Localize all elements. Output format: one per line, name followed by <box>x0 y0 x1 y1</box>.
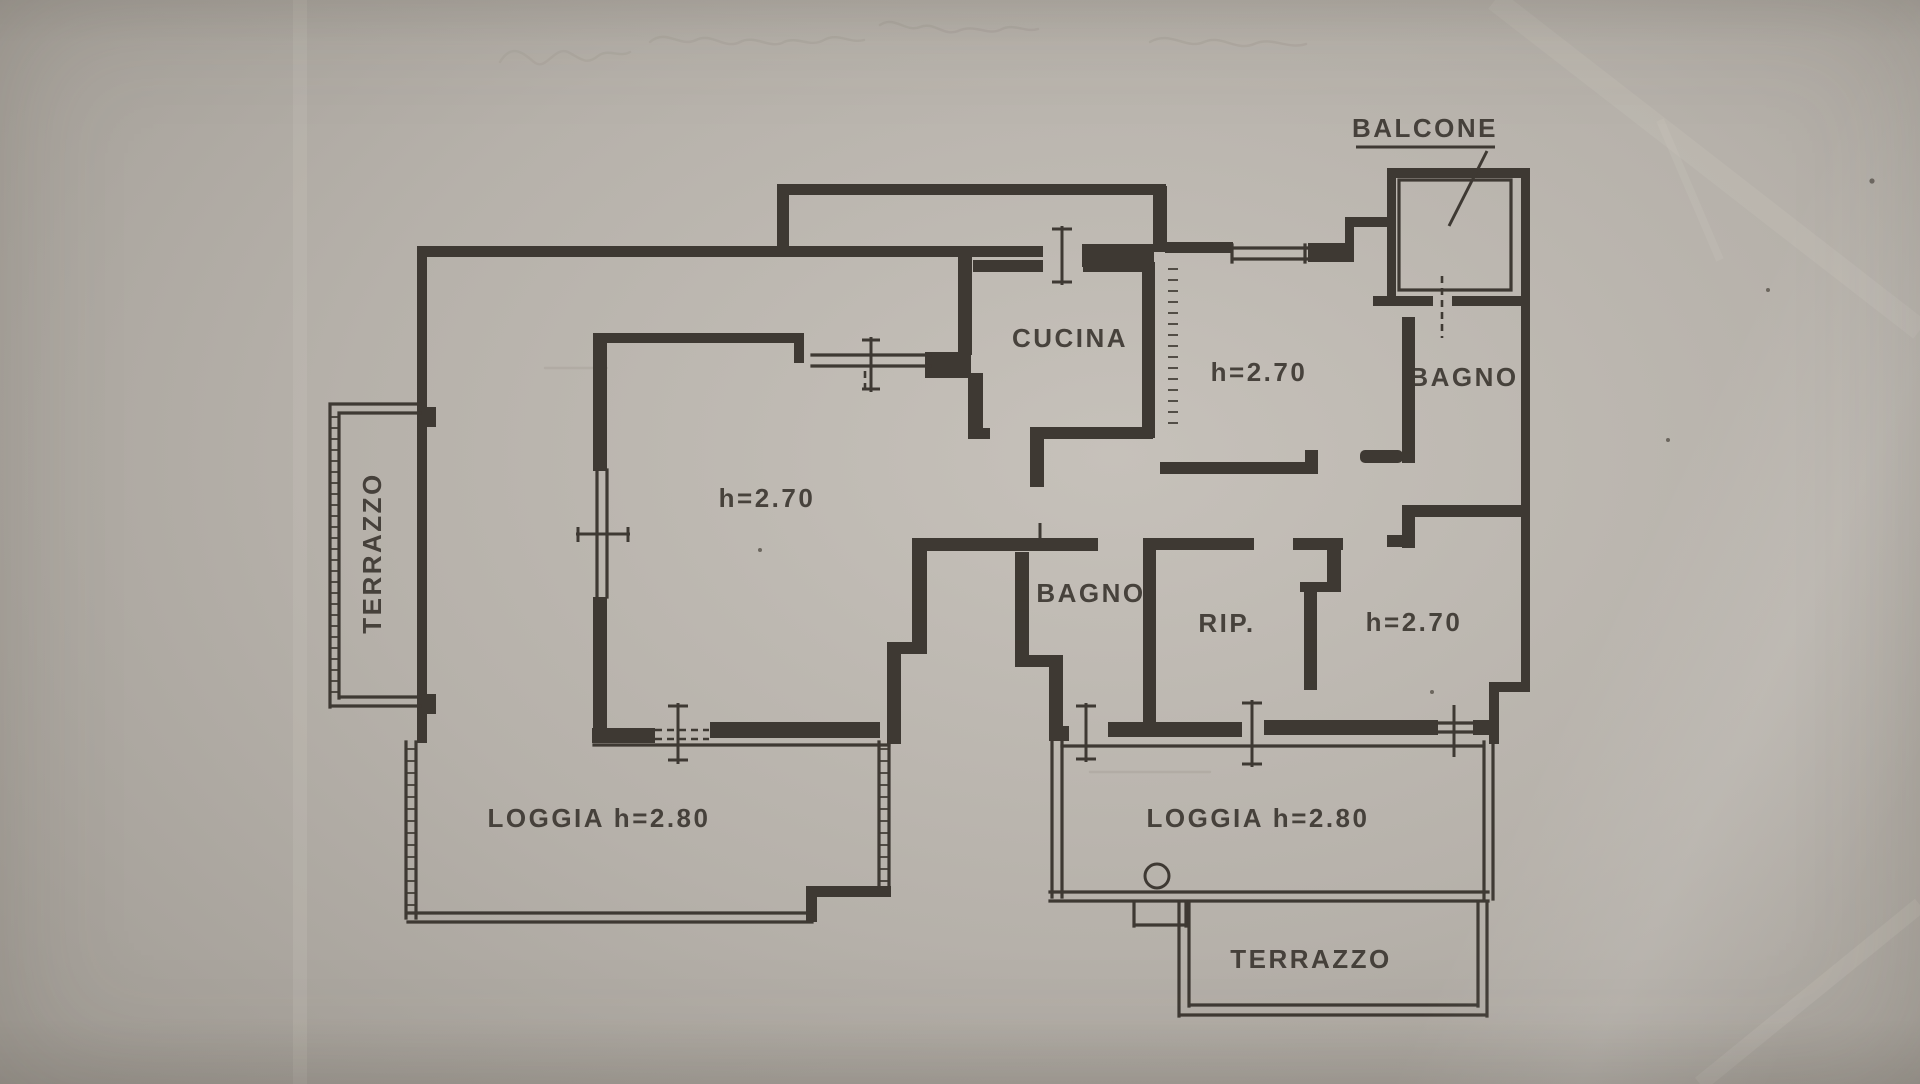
room-label-terrazzo-left: TERRAZZO <box>357 472 387 634</box>
room-label-loggia-left: LOGGIA h=2.80 <box>488 803 711 833</box>
door-mark <box>668 703 688 764</box>
room-labels: BALCONE CUCINA h=2.70 BAGNO TERRAZZO h=2… <box>357 113 1518 974</box>
ghost-handwriting-marks <box>498 20 1308 774</box>
height-label-living: h=2.70 <box>719 483 816 513</box>
room-label-bagno-top: BAGNO <box>1409 362 1518 392</box>
walls-solid <box>417 168 1530 922</box>
room-label-cucina: CUCINA <box>1012 323 1128 353</box>
door-window-marks <box>576 226 1456 890</box>
height-label-kitchen-room: h=2.70 <box>1211 357 1308 387</box>
door-mark <box>1242 700 1262 767</box>
balcone-leader-line <box>1447 150 1489 227</box>
window-mark <box>576 527 630 542</box>
paper-creases <box>293 0 1920 1084</box>
door-mark <box>1076 703 1096 762</box>
room-label-balcone: BALCONE <box>1352 113 1498 143</box>
room-label-terrazzo-bottom: TERRAZZO <box>1230 944 1392 974</box>
height-label-bedroom: h=2.70 <box>1366 607 1463 637</box>
room-label-bagno-center: BAGNO <box>1036 578 1145 608</box>
room-label-rip: RIP. <box>1198 608 1255 638</box>
wall-hatching <box>330 268 1415 908</box>
column-circle <box>1143 862 1171 890</box>
opening-dashes <box>655 728 709 741</box>
entry-door-mark <box>1052 226 1072 285</box>
room-label-loggia-right: LOGGIA h=2.80 <box>1147 803 1370 833</box>
